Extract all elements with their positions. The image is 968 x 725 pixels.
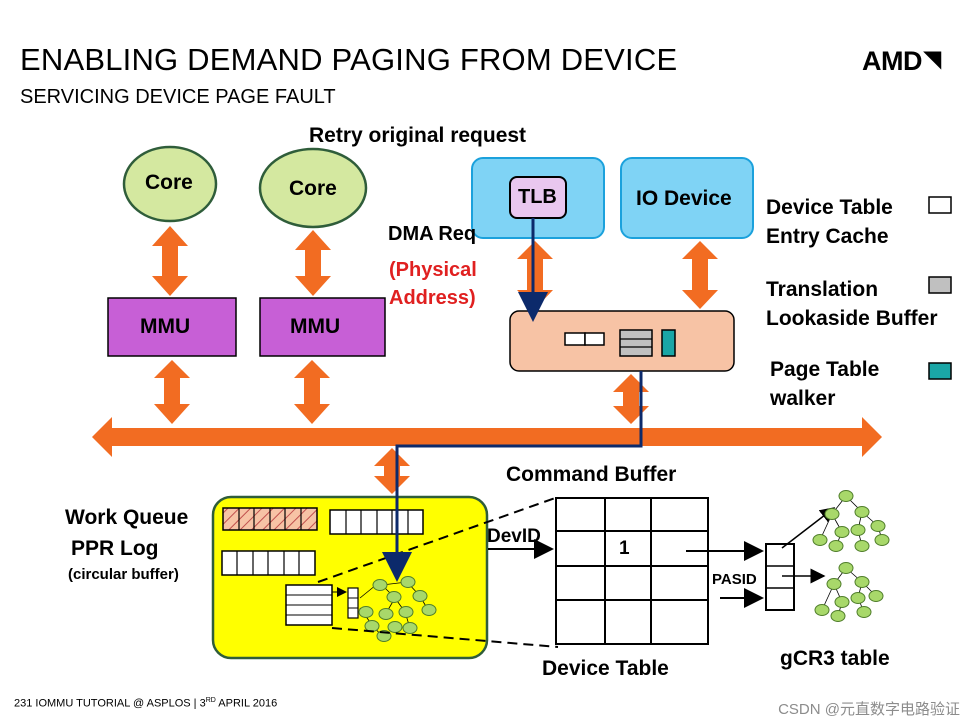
memory-shape (211, 495, 489, 660)
mmu-2-shape (259, 297, 386, 357)
core-1-label: Core (145, 171, 193, 194)
legend-ptw-line1: Page Table (770, 358, 880, 381)
mmu-1-shape (107, 297, 237, 357)
work-queue-label: Work Queue (65, 506, 189, 529)
ppr-log-buffer (221, 550, 316, 576)
slide-subtitle: SERVICING DEVICE PAGE FAULT (20, 86, 336, 108)
io-device-shape (620, 157, 754, 239)
slide-footer: 231 IOMMU TUTORIAL @ ASPLOS | 3RD APRIL … (14, 697, 278, 710)
devid-label: DevID (487, 526, 541, 547)
mmu-bus-arrow-2 (294, 360, 330, 424)
system-bus (92, 417, 882, 457)
physical-address-label-1: (Physical (389, 259, 477, 281)
tlb-label: TLB (518, 186, 557, 208)
physical-address-label-2: Address) (389, 287, 476, 309)
gcr3-table-label: gCR3 table (780, 647, 890, 670)
zoom-line-top (317, 496, 559, 583)
core-mmu-arrow-1 (152, 226, 188, 296)
gcr3-table-shape (765, 543, 795, 611)
dma-req-label: DMA Req (388, 223, 477, 245)
io-device-label: IO Device (636, 187, 732, 210)
memory-device-table-mini (285, 584, 333, 626)
iommu-bus-arrow (613, 374, 649, 424)
iommu-to-memory-path (382, 371, 643, 582)
amd-logo: AMD◥ (862, 46, 941, 76)
zoom-line-bottom (331, 627, 559, 648)
device-iommu-arrow-1 (517, 241, 553, 309)
legend-tlb-line2: Lookaside Buffer (766, 307, 938, 330)
legend-swatch-dtec (928, 196, 952, 214)
work-queue-buffer (222, 507, 318, 531)
ppr-log-label: PPR Log (71, 537, 159, 560)
core-2-shape (258, 147, 368, 229)
legend-dtec-line1: Device Table (766, 196, 893, 219)
legend-swatch-tlb (928, 276, 952, 294)
legend-dtec-line2: Entry Cache (766, 225, 889, 248)
tlb-shape (509, 176, 567, 219)
legend-page-table-walker: Page Table walker (770, 355, 879, 413)
command-buffer-queue (329, 509, 424, 535)
mmu-bus-arrow-1 (154, 360, 190, 424)
amd-arrow-icon: ◥ (924, 46, 941, 71)
page-table-walker-icon (661, 329, 676, 357)
core-2-label: Core (289, 177, 337, 200)
device-table-label: Device Table (542, 657, 669, 680)
page-table-tree-upper (812, 490, 890, 552)
circular-buffer-label: (circular buffer) (68, 566, 179, 583)
command-buffer-label: Command Buffer (506, 463, 677, 486)
bus-memory-arrow (374, 448, 410, 494)
tlb-cache-icon (619, 329, 653, 357)
legend-device-table-entry-cache: Device Table Entry Cache (766, 193, 893, 251)
page-table-tree-lower (814, 562, 884, 622)
device-table-grid (555, 497, 709, 645)
device-table-entry-cache-icon (564, 332, 605, 346)
legend-translation-lookaside-buffer: Translation Lookaside Buffer (766, 275, 938, 333)
mmu-2-label: MMU (290, 315, 341, 338)
retry-original-request-label: Retry original request (309, 124, 527, 147)
core-1-shape (122, 145, 218, 223)
device-table-entry-value: 1 (619, 538, 630, 559)
watermark: CSDN @元直数字电路验证 (778, 701, 960, 718)
legend-swatch-ptw (928, 362, 952, 380)
core-mmu-arrow-2 (295, 230, 331, 296)
memory-gcr3-mini (332, 587, 359, 619)
pasid-label: PASID (712, 571, 757, 588)
mmu-1-label: MMU (140, 315, 191, 338)
slide-title: ENABLING DEMAND PAGING FROM DEVICE (20, 42, 678, 77)
device-iommu-arrow-2 (682, 241, 718, 309)
legend-ptw-line2: walker (770, 387, 836, 410)
legend-tlb-line1: Translation (766, 278, 879, 301)
memory-page-table-tree (358, 576, 437, 642)
